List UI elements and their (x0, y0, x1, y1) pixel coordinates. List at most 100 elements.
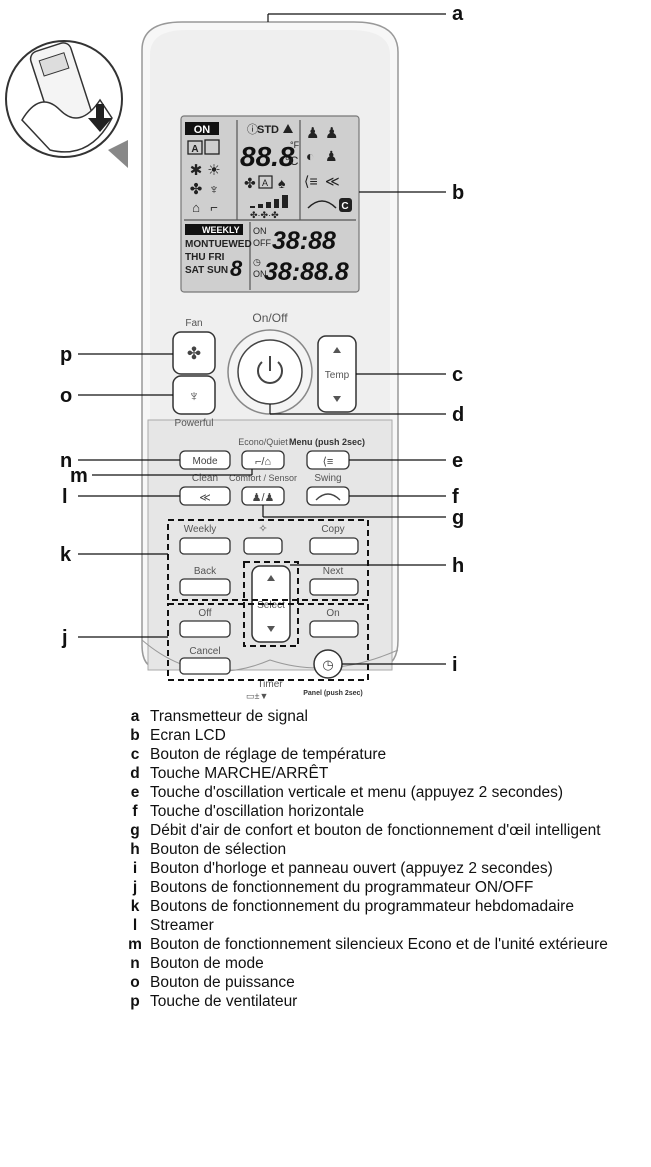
timer-off-button[interactable] (179, 620, 231, 638)
legend-key: o (130, 974, 140, 991)
legend-text: Bouton d'horloge et panneau ouvert (appu… (150, 860, 553, 877)
weekly-group-outline (167, 519, 369, 601)
legend-text: Débit d'air de confort et bouton de fonc… (150, 822, 601, 839)
svg-text:♟: ♟ (325, 148, 338, 164)
legend-key: h (130, 841, 140, 858)
econo-quiet-button[interactable]: ⌐/⌂ (241, 450, 285, 470)
legend-key: e (130, 784, 140, 801)
horizontal-swing-icon (315, 493, 341, 501)
menu-swing-button[interactable]: ⟨≡ (306, 450, 350, 470)
temp-button[interactable]: Temp (317, 335, 357, 413)
legend-text: Bouton de mode (150, 955, 264, 972)
weekly-button[interactable] (179, 537, 231, 555)
lcd-fan-icon: ✤ (244, 175, 256, 191)
fan-icon: ✤ (187, 344, 201, 363)
callout-k: k (60, 544, 72, 566)
horizontal-swing-button[interactable] (306, 486, 350, 506)
callout-b: b (452, 182, 464, 204)
lcd-off-label: OFF (253, 238, 271, 248)
sun-icon: ☀ (207, 162, 220, 179)
legend-key: m (128, 936, 142, 953)
powerful-label: Powerful (175, 418, 214, 429)
fan-button[interactable]: ✤ (172, 331, 216, 375)
legend-key: b (130, 727, 140, 744)
powerful-icon: ♆ (209, 181, 220, 197)
timer-label: Timer (257, 679, 283, 690)
legend-key: i (132, 860, 138, 877)
program-icon: ✧ (258, 523, 267, 535)
program-button[interactable] (243, 537, 283, 555)
legend-key: c (130, 746, 140, 763)
svg-text:ⓘ: ⓘ (247, 123, 258, 136)
callout-d: d (452, 404, 464, 426)
legend-text: Bouton de puissance (150, 974, 295, 991)
next-button[interactable] (309, 578, 359, 596)
lcd-swing-icon: ⟨≡ (304, 173, 318, 189)
cancel-button[interactable] (179, 657, 231, 675)
timer-on-button[interactable] (309, 620, 359, 638)
callout-g: g (452, 507, 464, 529)
copy-label: Copy (321, 524, 344, 535)
comfort-sensor-button[interactable]: ♟/♟ (241, 486, 285, 506)
callout-m: m (70, 465, 88, 487)
callout-f: f (452, 486, 459, 508)
power-icon (257, 361, 283, 384)
svg-text:✤·✤·✤: ✤·✤·✤ (250, 210, 279, 220)
legend-item: e Touche d'oscillation verticale et menu … (120, 783, 640, 802)
callout-a: a (452, 3, 464, 25)
legend-key: n (130, 955, 140, 972)
onoff-label: On/Off (252, 311, 288, 325)
lcd-on-label: ON (253, 226, 267, 236)
back-button[interactable] (179, 578, 231, 596)
legend-key: j (132, 879, 138, 896)
weekly-label: Weekly (184, 524, 217, 535)
comfort-sensor-label: Comfort / Sensor (229, 473, 297, 483)
vertical-swing-icon: ⟨≡ (323, 456, 334, 468)
fan-label: Fan (185, 318, 202, 329)
svg-text:⌐: ⌐ (210, 200, 218, 215)
down-arrow-icon (88, 104, 112, 132)
mode-button[interactable]: Mode (179, 450, 231, 470)
clock-button[interactable]: ◷ (313, 649, 343, 679)
clean-label: Clean (192, 473, 218, 484)
legend-text: Bouton de réglage de température (150, 746, 387, 763)
powerful-icon: ♆ (188, 388, 199, 405)
timer-group-outline (167, 603, 369, 681)
lcd-days-row1: MONTUEWED (185, 239, 252, 250)
callout-letters: a b c d e f g h i p o n m l k j (60, 3, 464, 676)
lcd-on-label-2: ON (253, 269, 267, 279)
powerful-button[interactable]: ♆ (172, 375, 216, 415)
econo-quiet-icon: ⌐/⌂ (255, 456, 271, 468)
battery-icon: ▭±▼ (246, 691, 268, 700)
legend-text: Touche d'oscillation verticale et menu (… (150, 784, 564, 801)
legend-item: i Bouton d'horloge et panneau ouvert (app… (120, 859, 640, 878)
lcd-sensor-icon: ♟ (325, 125, 338, 142)
comfort-sensor-icon: ♟/♟ (252, 492, 275, 504)
svg-text:C: C (341, 201, 348, 212)
callout-e: e (452, 450, 463, 472)
streamer-button[interactable]: ≪ (179, 486, 231, 506)
fan-icon: ✤ (190, 181, 203, 198)
legend-key: g (130, 822, 140, 839)
lcd-day-digit: 8 (230, 256, 243, 281)
select-label: Select (257, 600, 285, 611)
copy-button[interactable] (309, 537, 359, 555)
lcd-days-row2: THU FRI (185, 252, 225, 263)
legend-text: Boutons de fonctionnement du programmate… (150, 898, 574, 915)
on-label: On (326, 608, 339, 619)
lcd-screen: ON A ✱ ☀ ✤ ♆ ⌂ ⌐ ⓘ STD 88.8 °F °C ✤ A ♠ … (180, 115, 360, 293)
snowflake-icon: ✱ (190, 162, 203, 179)
clock-icon: ◷ (322, 657, 333, 672)
temp-label: Temp (325, 370, 350, 381)
legend-item: n Bouton de mode (120, 954, 640, 973)
onoff-button[interactable] (227, 329, 313, 415)
lcd-clock-top: 38:88 (272, 227, 336, 255)
remote-control-diagram: ON A ✱ ☀ ✤ ♆ ⌂ ⌐ ⓘ STD 88.8 °F °C ✤ A ♠ … (5, 3, 464, 700)
callout-h: h (452, 555, 464, 577)
hand-inset-illustration (5, 40, 128, 168)
